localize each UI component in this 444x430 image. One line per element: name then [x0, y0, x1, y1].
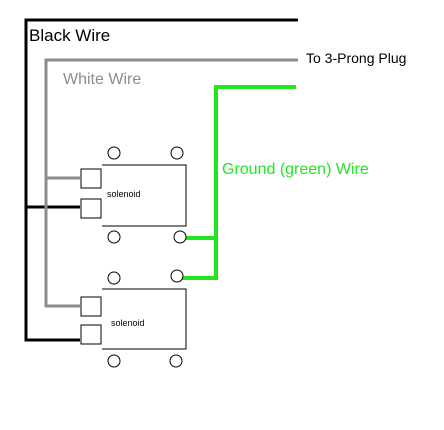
solenoid-1-terminal-black [80, 198, 102, 219]
solenoid-1 [80, 146, 187, 244]
plug-label: To 3-Prong Plug [306, 50, 407, 66]
solenoid-2-screw-bottom-left [107, 354, 121, 368]
solenoid-1-screw-bottom-left [107, 230, 121, 244]
solenoid-1-body [102, 164, 187, 227]
solenoid-2-terminal-black [80, 324, 102, 345]
solenoid-2-terminal-white [80, 296, 102, 317]
solenoid-1-terminal-white [80, 168, 102, 189]
white-wire [44, 58, 298, 308]
solenoid-2 [80, 269, 187, 368]
black-wire-label: Black Wire [29, 26, 111, 45]
solenoid-1-screw-top-left [107, 146, 121, 160]
solenoid-1-screw-top-right [170, 146, 184, 160]
solenoid-1-screw-bottom-right [173, 230, 187, 244]
ground-wire-label: Ground (green) Wire [222, 161, 369, 178]
solenoid-2-label: solenoid [111, 318, 145, 328]
solenoid-2-body [102, 288, 187, 350]
solenoid-1-label: solenoid [107, 189, 141, 199]
solenoid-2-screw-top-right [170, 269, 184, 283]
black-wire [24, 18, 298, 342]
solenoid-2-screw-bottom-right [169, 354, 183, 368]
white-wire-label: White Wire [63, 71, 142, 88]
solenoid-2-screw-top-left [107, 271, 121, 285]
ground-wire [182, 85, 296, 280]
